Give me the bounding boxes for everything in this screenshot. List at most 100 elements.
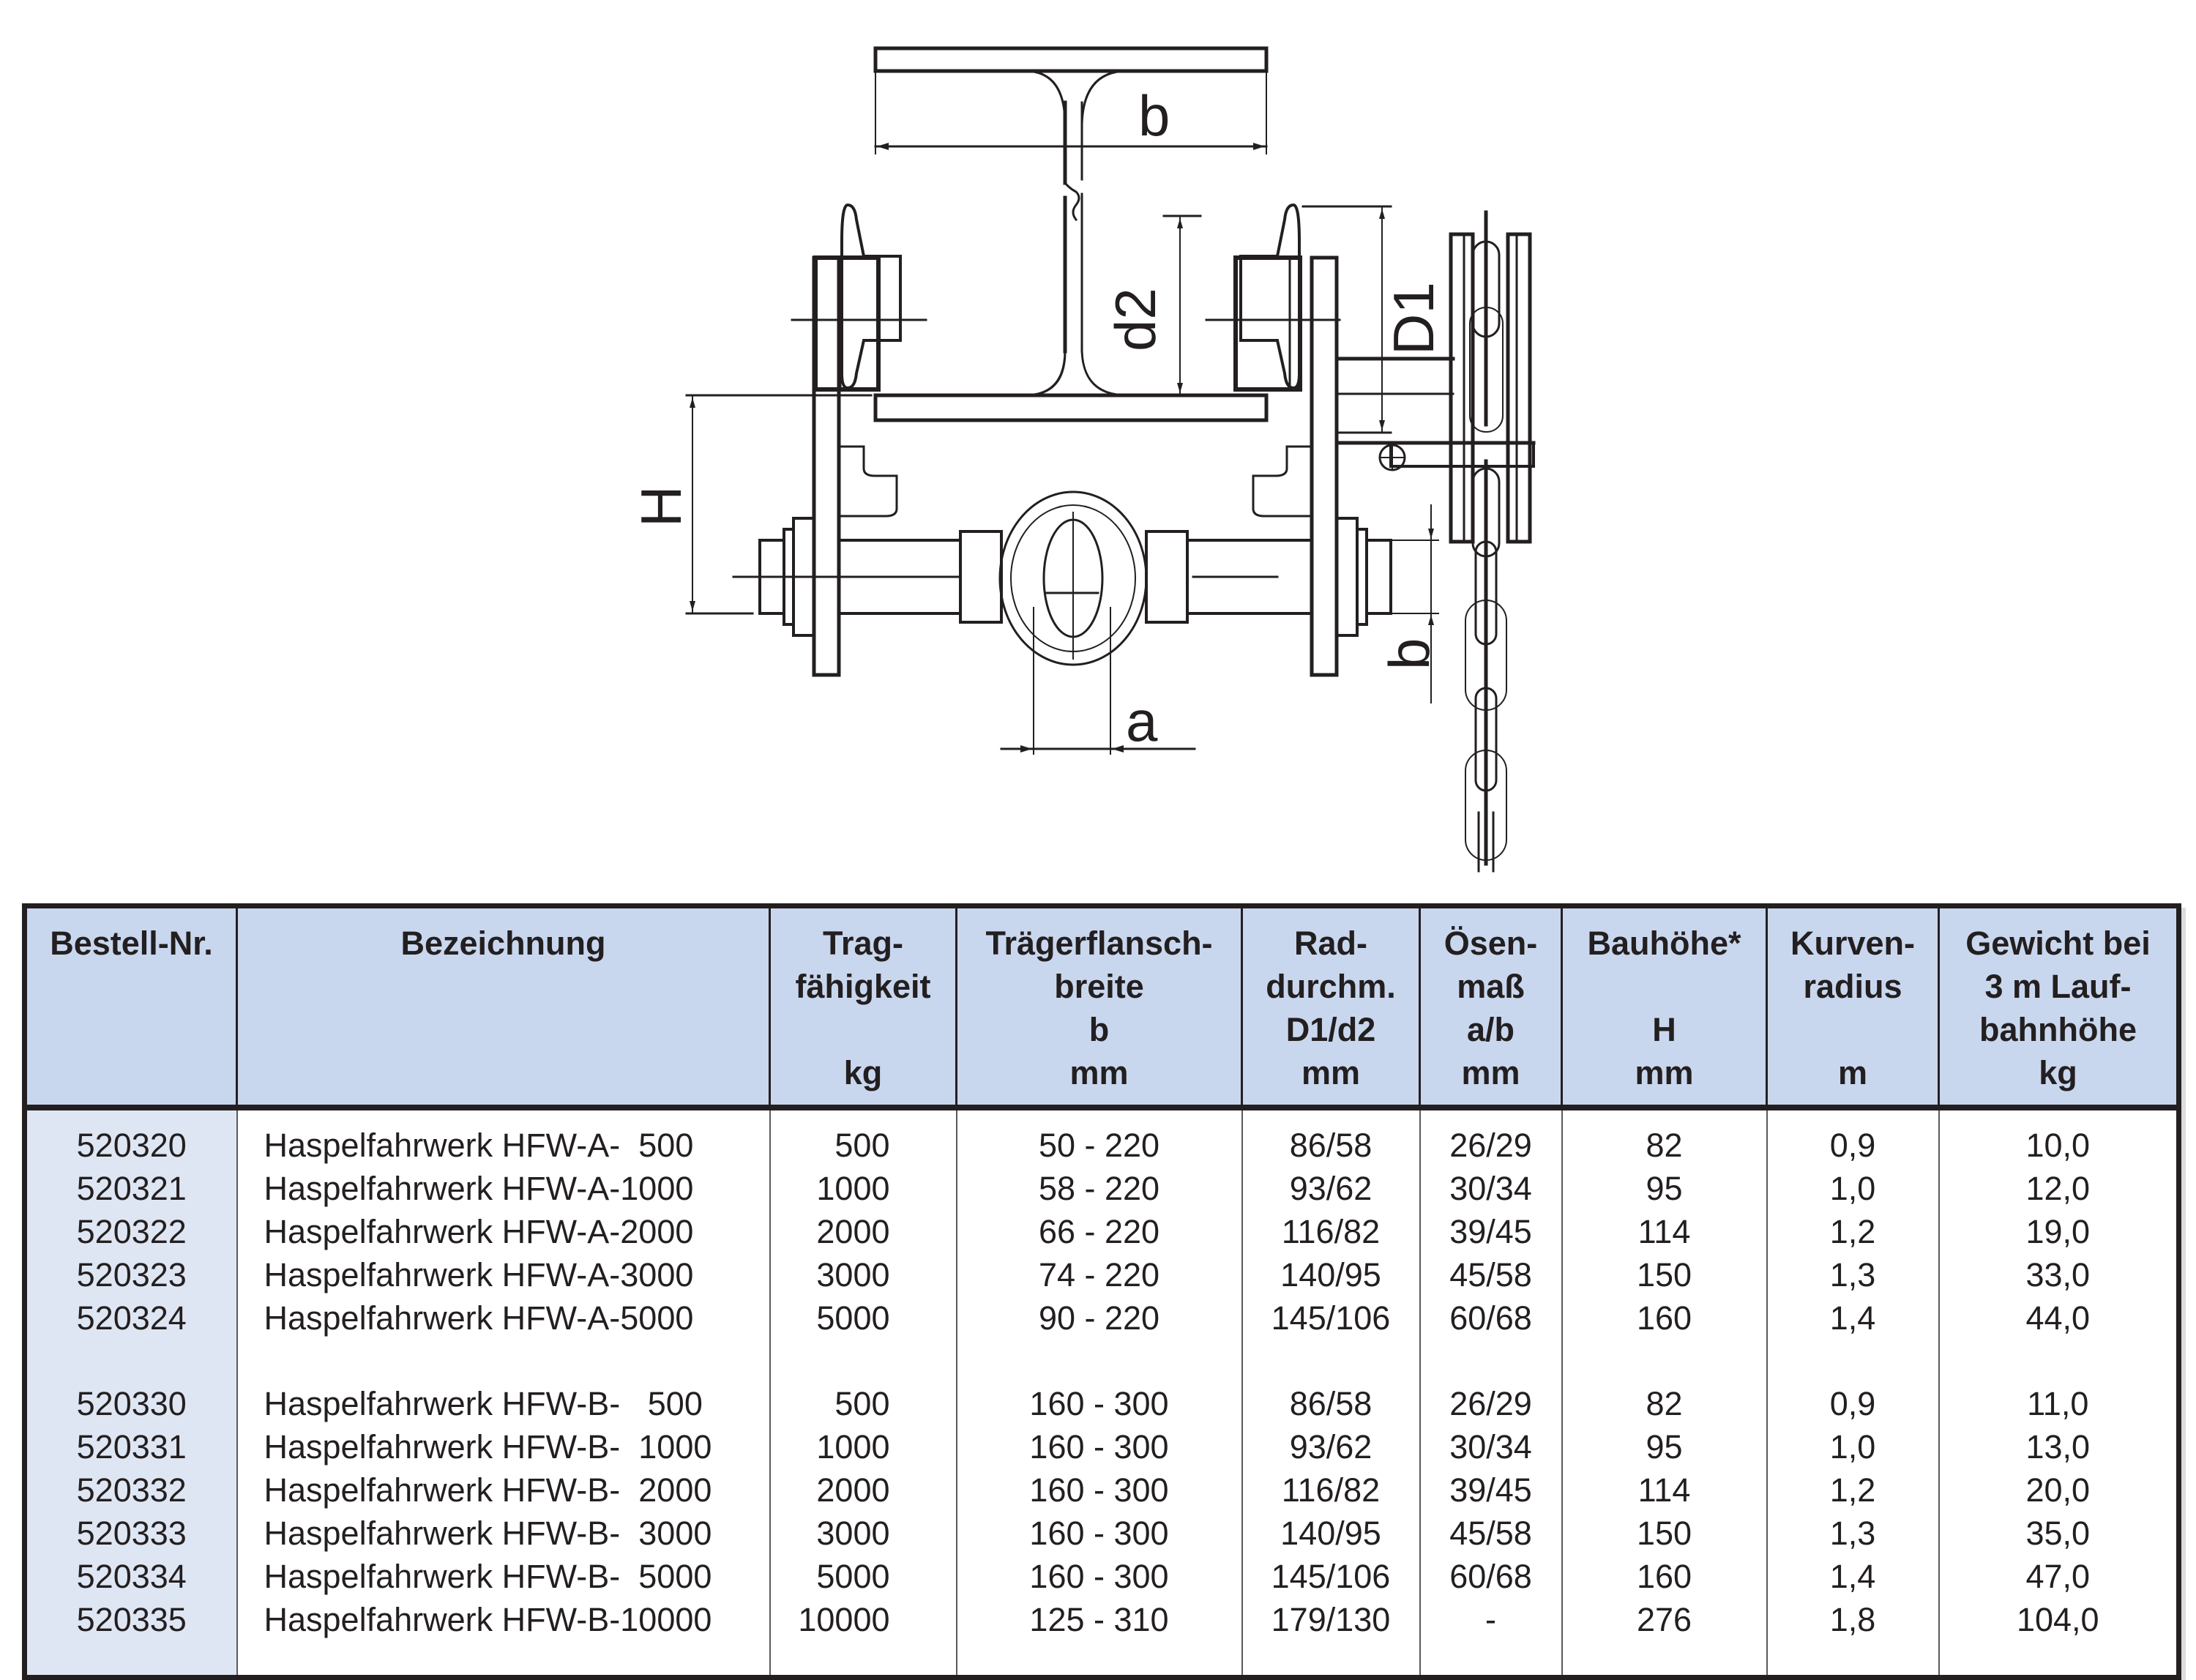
kurvenradius: 0,9 — [1766, 1382, 1939, 1425]
gewicht: 35,0 — [1938, 1512, 2179, 1555]
tragfaehigkeit: 1000 — [769, 1425, 957, 1468]
traegerflanschbreite: 50 - 220 — [955, 1108, 1242, 1167]
tragfaehigkeit: 500 — [769, 1382, 957, 1425]
bauhoehe: 150 — [1561, 1253, 1767, 1296]
bestell-nr: 520332 — [24, 1468, 237, 1512]
traegerflanschbreite: 58 - 220 — [955, 1167, 1242, 1210]
bestell-nr: 520333 — [24, 1512, 237, 1555]
side-plates — [812, 255, 1536, 677]
table-row: 520330 Haspelfahrwerk HFW-B- 500 500 160… — [24, 1382, 2179, 1425]
bezeichnung: Haspelfahrwerk HFW-B-10000 — [236, 1598, 770, 1678]
kurvenradius: 1,0 — [1766, 1167, 1939, 1210]
traegerflanschbreite: 160 - 300 — [955, 1468, 1242, 1512]
bezeichnung: Haspelfahrwerk HFW-A-3000 — [236, 1253, 770, 1296]
bauhoehe: 82 — [1561, 1108, 1767, 1167]
table-row: 520323 Haspelfahrwerk HFW-A-3000 3000 74… — [24, 1253, 2179, 1296]
right-wheel — [1205, 203, 1341, 392]
header-bestell-nr: Bestell-Nr. — [24, 906, 237, 1110]
traegerflanschbreite: 74 - 220 — [955, 1253, 1242, 1296]
traegerflanschbreite: 160 - 300 — [955, 1382, 1242, 1425]
traegerflanschbreite: 90 - 220 — [955, 1296, 1242, 1340]
raddurchmesser: 145/106 — [1241, 1555, 1420, 1598]
hand-chain — [1449, 210, 1532, 873]
tragfaehigkeit: 5000 — [769, 1296, 957, 1340]
i-beam — [873, 46, 1269, 422]
dimension-d2: d2 — [1103, 214, 1202, 396]
table-row: 520320 Haspelfahrwerk HFW-A- 500 500 50 … — [24, 1108, 2179, 1167]
dimension-b-top: b — [874, 72, 1268, 154]
raddurchmesser: 145/106 — [1241, 1296, 1420, 1340]
table-row: 520321 Haspelfahrwerk HFW-A-1000 1000 58… — [24, 1167, 2179, 1210]
bauhoehe: 82 — [1561, 1382, 1767, 1425]
bauhoehe: 160 — [1561, 1296, 1767, 1340]
bestell-nr: 520335 — [24, 1598, 237, 1678]
oesenmass: 60/68 — [1419, 1555, 1562, 1598]
bestell-nr: 520324 — [24, 1296, 237, 1340]
bezeichnung: Haspelfahrwerk HFW-A- 500 — [236, 1108, 770, 1167]
kurvenradius: 0,9 — [1766, 1108, 1939, 1167]
kurvenradius: 1,2 — [1766, 1210, 1939, 1253]
header-bezeichnung: Bezeichnung — [236, 906, 770, 1110]
bezeichnung: Haspelfahrwerk HFW-A-5000 — [236, 1296, 770, 1340]
raddurchmesser: 140/95 — [1241, 1253, 1420, 1296]
dimension-a: a — [1000, 607, 1196, 755]
tragfaehigkeit: 3000 — [769, 1512, 957, 1555]
oesenmass: 45/58 — [1419, 1512, 1562, 1555]
tragfaehigkeit: 2000 — [769, 1210, 957, 1253]
table-row: 520332 Haspelfahrwerk HFW-B- 2000 2000 1… — [24, 1468, 2179, 1512]
dimension-H: H — [629, 394, 873, 615]
raddurchmesser: 179/130 — [1241, 1598, 1420, 1678]
kurvenradius: 1,0 — [1766, 1425, 1939, 1468]
gewicht: 47,0 — [1938, 1555, 2179, 1598]
oesenmass: 39/45 — [1419, 1468, 1562, 1512]
oesenmass: 30/34 — [1419, 1167, 1562, 1210]
table-row: 520335 Haspelfahrwerk HFW-B-10000 10000 … — [24, 1598, 2179, 1678]
bestell-nr: 520321 — [24, 1167, 237, 1210]
group-spacer-row — [24, 1340, 2179, 1382]
dimension-b-right: b — [1377, 504, 1441, 703]
bezeichnung: Haspelfahrwerk HFW-B- 500 — [236, 1382, 770, 1425]
label-H: H — [629, 486, 693, 527]
bestell-nr: 520334 — [24, 1555, 237, 1598]
raddurchmesser: 86/58 — [1241, 1382, 1420, 1425]
bauhoehe: 276 — [1561, 1598, 1767, 1678]
eye-shackle — [998, 490, 1148, 666]
table-row: 520322 Haspelfahrwerk HFW-A-2000 2000 66… — [24, 1210, 2179, 1253]
bestell-nr: 520330 — [24, 1382, 237, 1425]
gewicht: 10,0 — [1938, 1108, 2179, 1167]
bauhoehe: 95 — [1561, 1425, 1767, 1468]
raddurchmesser: 86/58 — [1241, 1108, 1420, 1167]
dimension-D1: D1 — [1301, 205, 1446, 434]
label-a: a — [1126, 689, 1158, 753]
raddurchmesser: 93/62 — [1241, 1425, 1420, 1468]
gewicht: 13,0 — [1938, 1425, 2179, 1468]
gewicht: 19,0 — [1938, 1210, 2179, 1253]
traegerflanschbreite: 160 - 300 — [955, 1555, 1242, 1598]
gewicht: 104,0 — [1938, 1598, 2179, 1678]
bezeichnung: Haspelfahrwerk HFW-B- 5000 — [236, 1555, 770, 1598]
gewicht: 33,0 — [1938, 1253, 2179, 1296]
tragfaehigkeit: 3000 — [769, 1253, 957, 1296]
kurvenradius: 1,3 — [1766, 1253, 1939, 1296]
label-b-top: b — [1138, 83, 1170, 148]
table-row: 520331 Haspelfahrwerk HFW-B- 1000 1000 1… — [24, 1425, 2179, 1468]
label-d2: d2 — [1103, 288, 1168, 351]
bezeichnung: Haspelfahrwerk HFW-A-1000 — [236, 1167, 770, 1210]
bezeichnung: Haspelfahrwerk HFW-A-2000 — [236, 1210, 770, 1253]
gewicht: 11,0 — [1938, 1382, 2179, 1425]
kurvenradius: 1,3 — [1766, 1512, 1939, 1555]
table-row: 520324 Haspelfahrwerk HFW-A-5000 5000 90… — [24, 1296, 2179, 1340]
bauhoehe: 114 — [1561, 1468, 1767, 1512]
tragfaehigkeit: 5000 — [769, 1555, 957, 1598]
raddurchmesser: 116/82 — [1241, 1210, 1420, 1253]
traegerflanschbreite: 66 - 220 — [955, 1210, 1242, 1253]
table-row: 520334 Haspelfahrwerk HFW-B- 5000 5000 1… — [24, 1555, 2179, 1598]
label-D1: D1 — [1381, 282, 1446, 355]
crossbar — [732, 517, 1392, 637]
tragfaehigkeit: 500 — [769, 1108, 957, 1167]
tragfaehigkeit: 1000 — [769, 1167, 957, 1210]
